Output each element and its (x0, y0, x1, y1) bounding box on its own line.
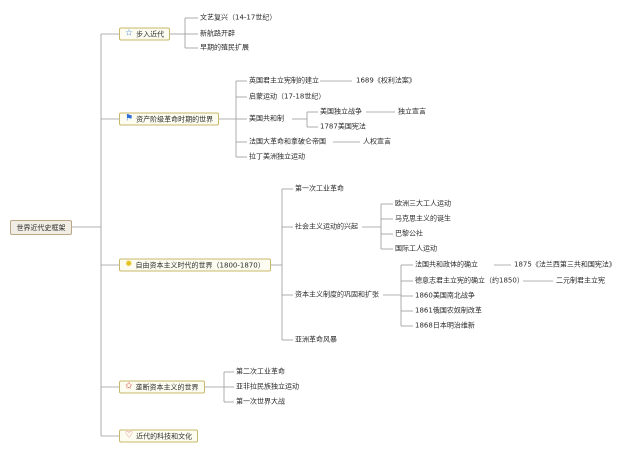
subtopic-label[interactable]: 亚非拉民族独立运动 (236, 382, 299, 391)
subtopic-label[interactable]: 拉丁美洲独立运动 (249, 152, 305, 161)
topic-node[interactable]: ⚑ 资产阶级革命时期的世界 (119, 112, 220, 126)
heart-icon: ♡ (125, 430, 134, 441)
topic-label: 自由资本主义时代的世界（1800-1870） (135, 261, 265, 269)
note-label: 人权宣言 (363, 137, 391, 146)
subtopic-label[interactable]: 资本主义制度的巩固和扩张 (295, 290, 379, 299)
subtopic-label[interactable]: 亚洲革命风暴 (295, 335, 337, 344)
subtopic-label[interactable]: 文艺复兴（14-17世纪） (200, 13, 277, 22)
subtopic-label[interactable]: 法国共和政体的确立 (415, 260, 478, 269)
subtopic-label[interactable]: 社会主义运动的兴起 (295, 222, 358, 231)
subtopic-label[interactable]: 国际工人运动 (395, 244, 437, 253)
subtopic-label[interactable]: 1787美国宪法 (320, 122, 366, 131)
topic-node[interactable]: ♡ 近代的科技和文化 (119, 429, 199, 443)
subtopic-label[interactable]: 第二次工业革命 (236, 367, 285, 376)
star-outline-icon: ☆ (125, 28, 134, 39)
subtopic-label[interactable]: 德意志君主立宪的确立（约1850） (415, 276, 524, 285)
topic-label: 步入近代 (136, 30, 165, 38)
subtopic-label[interactable]: 巴黎公社 (395, 229, 423, 238)
subtopic-label[interactable]: 1861俄国农奴制改革 (415, 306, 482, 315)
topic-node[interactable]: ✩ 垄断资本主义的世界 (119, 380, 205, 394)
note-label: 1875《法兰西第三共和国宪法》 (514, 260, 616, 269)
subtopic-label[interactable]: 法国大革命和拿破仑帝国 (249, 137, 326, 146)
topic-label: 资产阶级革命时期的世界 (136, 115, 214, 123)
subtopic-label[interactable]: 1868日本明治维新 (415, 321, 475, 330)
star-icon: ✩ (125, 381, 133, 392)
note-label: 1689《权利法案》 (356, 76, 416, 85)
note-label: 独立宣言 (398, 107, 426, 116)
subtopic-label[interactable]: 英国君主立宪制的建立 (249, 76, 319, 85)
subtopic-label[interactable]: 第一次工业革命 (295, 184, 344, 193)
root-node[interactable]: 世界近代史框架 (10, 220, 72, 235)
subtopic-label[interactable]: 美国独立战争 (320, 107, 362, 116)
subtopic-label[interactable]: 新航路开辟 (200, 29, 235, 38)
flag-icon: ⚑ (125, 113, 134, 124)
subtopic-label[interactable]: 第一次世界大战 (236, 397, 285, 406)
note-label: 二元制君主立宪 (556, 276, 605, 285)
topic-node[interactable]: ☆ 步入近代 (119, 27, 171, 41)
topic-label: 近代的科技和文化 (136, 432, 193, 440)
lightbulb-icon: ✹ (125, 259, 133, 270)
subtopic-label[interactable]: 马克思主义的诞生 (395, 214, 451, 223)
subtopic-label[interactable]: 欧洲三大工人运动 (395, 199, 451, 208)
topic-node[interactable]: ✹ 自由资本主义时代的世界（1800-1870） (119, 258, 271, 272)
subtopic-label[interactable]: 1860美国南北战争 (415, 291, 475, 300)
topic-label: 垄断资本主义的世界 (135, 383, 199, 391)
subtopic-label[interactable]: 启蒙运动（17-18世纪） (249, 92, 326, 101)
subtopic-label[interactable]: 美国共和制 (249, 114, 284, 123)
subtopic-label[interactable]: 早期的殖民扩展 (200, 43, 249, 52)
